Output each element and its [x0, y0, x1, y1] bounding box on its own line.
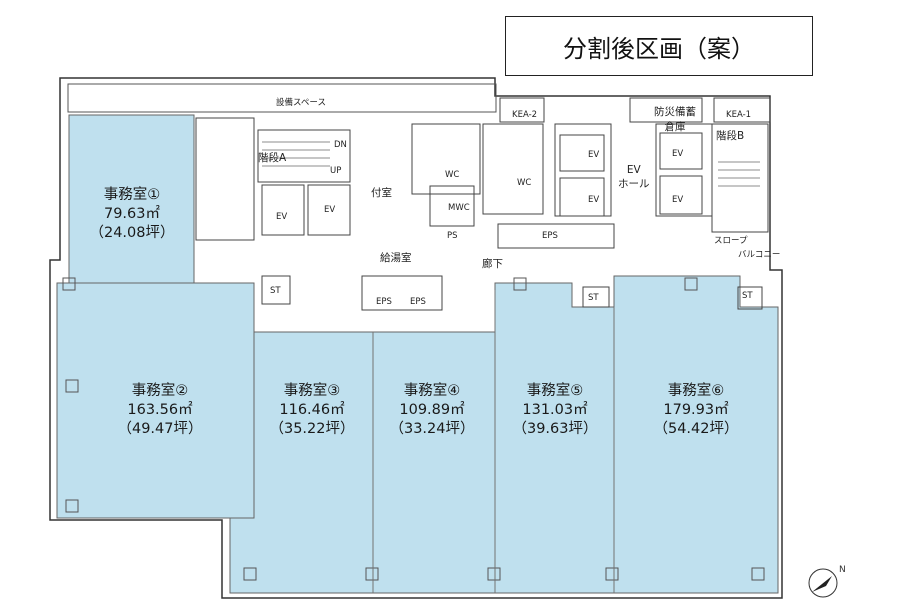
office-5-tsubo: （39.63坪） [512, 421, 598, 437]
ev-label-3: EV [588, 150, 600, 160]
st-label-2: ST [588, 293, 599, 303]
office-2-area: 163.56㎡ [127, 402, 193, 418]
partitions [372, 290, 615, 593]
corridor-label: 廊下 [482, 258, 503, 270]
office-1-name: 事務室① [103, 187, 161, 203]
office-5-area: 131.03㎡ [522, 402, 588, 418]
core-rooms [195, 97, 771, 311]
ev-hall-label: EV ホール [618, 164, 650, 190]
compass-icon: N [808, 565, 846, 598]
office-label-4: 事務室④ 109.89㎡ （33.24坪） [382, 382, 482, 439]
structural-columns [62, 277, 765, 581]
office-label-3: 事務室③ 116.46㎡ （35.22坪） [262, 382, 362, 439]
office-4-area [372, 331, 496, 594]
stair-hatching [262, 141, 760, 187]
office-6-area: 179.93㎡ [663, 402, 729, 418]
office-1-tsubo: （24.08坪） [89, 225, 175, 241]
kitchen-label: 給湯室 [380, 252, 412, 264]
st-label-1: ST [270, 286, 281, 296]
office-6-tsubo: （54.42坪） [653, 421, 739, 437]
kea2-label: KEA-2 [512, 110, 538, 120]
wc-label: WC [445, 170, 460, 180]
stair-a-label: 階段A [258, 152, 287, 164]
top-band [67, 83, 497, 113]
up-label: UP [330, 166, 342, 176]
eps-label-2: EPS [376, 297, 392, 307]
wc-label-2: WC [517, 178, 532, 188]
office-6-name: 事務室⑥ [667, 383, 725, 399]
eps-label-3: EPS [410, 297, 426, 307]
office-3-tsubo: （35.22坪） [269, 421, 355, 437]
equipment-space-label: 設備スペース [276, 98, 326, 108]
office-2-name: 事務室② [131, 383, 189, 399]
office-3-area: 116.46㎡ [279, 402, 345, 418]
stair-b-label: 階段B [716, 130, 745, 142]
svg-text:N: N [839, 565, 846, 575]
office-1-area: 79.63㎡ [103, 206, 160, 222]
office-5-name: 事務室⑤ [526, 383, 584, 399]
office-label-6: 事務室⑥ 179.93㎡ （54.42坪） [646, 382, 746, 439]
kea1-label: KEA-1 [726, 110, 752, 120]
annex-label: 付室 [371, 187, 392, 199]
office-4-name: 事務室④ [403, 383, 461, 399]
office-2-tsubo: （49.47坪） [117, 421, 203, 437]
plan-title: 分割後区画（案） [505, 16, 813, 76]
office-3-name: 事務室③ [283, 383, 341, 399]
slope-label: スロープ [714, 236, 748, 246]
building-outline [49, 77, 783, 599]
ev-label-2: EV [324, 205, 336, 215]
ev-label-4: EV [588, 195, 600, 205]
ev-label-5: EV [672, 149, 684, 159]
office-4-tsubo: （33.24坪） [389, 421, 475, 437]
office-4-area: 109.89㎡ [399, 402, 465, 418]
st-label-3: ST [742, 291, 753, 301]
office-label-2: 事務室② 163.56㎡ （49.47坪） [110, 382, 210, 439]
disaster-storage-label: 防災備蓄 倉庫 [654, 106, 696, 133]
balcony-label: バルコニー [738, 250, 781, 260]
mwc-label: MWC [448, 203, 470, 213]
ps-label-1: PS [447, 231, 458, 241]
ev-label-1: EV [276, 212, 288, 222]
ev-label-6: EV [672, 195, 684, 205]
office-label-5: 事務室⑤ 131.03㎡ （39.63坪） [505, 382, 605, 439]
eps-label-1: EPS [542, 231, 558, 241]
office-label-1: 事務室① 79.63㎡ （24.08坪） [86, 186, 178, 243]
dn-label: DN [334, 140, 347, 150]
